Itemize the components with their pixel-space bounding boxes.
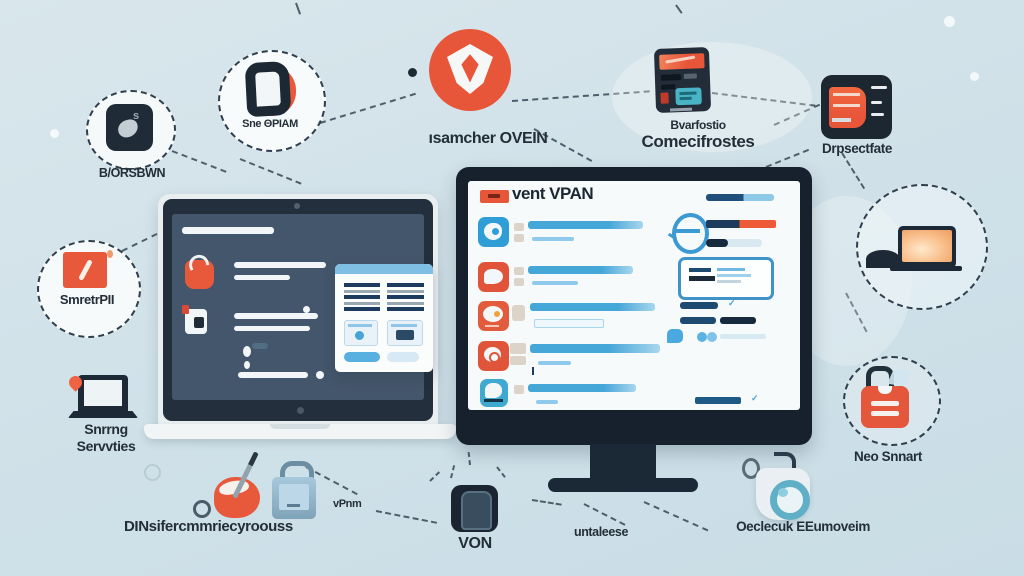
node-label-line2: Servvties — [76, 438, 136, 454]
ray — [467, 451, 471, 466]
laptop-pin-icon — [78, 375, 128, 411]
connector — [643, 501, 709, 532]
orange-logo-chip — [480, 190, 509, 203]
settings-popup-card — [335, 264, 433, 372]
node-label: B/ORSBWN — [98, 166, 166, 180]
card-icon — [821, 75, 892, 139]
node-label: ısamcher OVEIN — [428, 130, 548, 147]
avatar-icon — [478, 301, 509, 331]
glowing-laptop-icon — [898, 226, 956, 268]
small-ring — [193, 500, 211, 518]
chat-d-icon — [478, 262, 509, 292]
detail-panel — [678, 257, 774, 300]
mini-chat-icon — [667, 329, 683, 343]
globe-icon — [478, 341, 509, 371]
vpn-tag: vPnm — [333, 498, 362, 510]
node-label-line1: Bvarfostio — [670, 118, 726, 132]
monitor-title: vent VPAN — [512, 184, 594, 203]
bag-icon — [185, 252, 214, 289]
ray — [429, 471, 441, 482]
white-dot — [944, 16, 955, 27]
connector — [841, 152, 866, 190]
laptop-base — [144, 424, 456, 439]
small-ring — [742, 458, 760, 479]
dark-square-icon — [451, 485, 498, 532]
webcam-dot — [294, 203, 300, 209]
connector — [675, 4, 683, 14]
connector — [295, 2, 302, 15]
white-dot — [970, 72, 979, 81]
connector — [531, 499, 562, 506]
chat-bubble-icon — [480, 379, 508, 407]
node-label: SmretrPII — [59, 292, 115, 307]
ray — [496, 466, 506, 478]
connector-dot — [408, 68, 417, 77]
pen-dot — [107, 250, 113, 258]
orange-shield-icon — [429, 29, 511, 111]
monitor-base — [548, 478, 698, 492]
orange-doc-lock-icon — [861, 386, 909, 428]
node-top-left-app — [86, 90, 176, 170]
monitor-stand — [590, 444, 656, 482]
connector — [319, 92, 416, 124]
node-label: DINsifercmmriecyroouss — [124, 518, 293, 535]
cloud — [612, 42, 812, 152]
shield-hook — [774, 452, 796, 476]
node-label: Oeclecuk EEumoveim — [736, 519, 870, 534]
theta-user-icon — [667, 213, 709, 254]
padlock-icon — [272, 461, 316, 519]
shield-heart-icon — [756, 468, 810, 520]
popup-primary-button — [344, 352, 380, 362]
node-label-line2: Comecifrostes — [641, 132, 755, 151]
node-label: Sne ΘPIAM — [242, 118, 298, 130]
silhouette — [866, 250, 900, 268]
node-label: Drpsectfate — [822, 141, 892, 156]
exclamation-drop — [243, 346, 251, 357]
node-label: Neo Snnart — [853, 449, 922, 464]
monitor-screen: vent VPAN — [468, 181, 800, 410]
dark-app-icon: s — [106, 104, 153, 151]
node-label-line1: Snrrng — [84, 421, 128, 437]
white-dot — [50, 129, 59, 138]
orange-pen-icon — [63, 252, 107, 288]
popup-secondary-button — [387, 352, 419, 362]
browser-icon — [478, 217, 509, 247]
connector — [239, 158, 302, 185]
device-terminal-icon — [653, 47, 712, 113]
folder-d-icon — [244, 60, 298, 118]
node-label: VON — [458, 535, 492, 552]
node-label: untaleese — [573, 525, 629, 539]
note-icon — [182, 305, 207, 334]
bubble-ring — [144, 464, 161, 481]
topbar-line — [182, 227, 274, 234]
connector — [375, 510, 438, 524]
ray — [450, 465, 456, 479]
connector — [583, 503, 626, 526]
